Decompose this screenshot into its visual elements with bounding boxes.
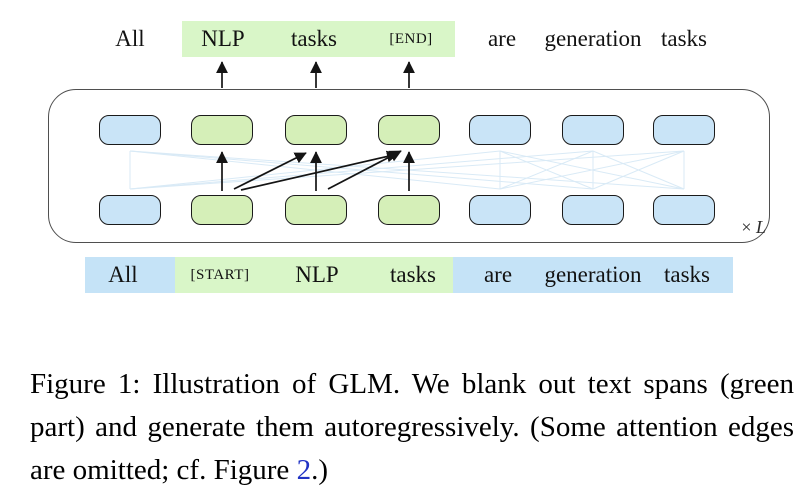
- transformer-unit-bottom-5: [469, 195, 531, 225]
- input-token: tasks: [664, 262, 710, 287]
- transformer-unit-bottom-6: [562, 195, 624, 225]
- transformer-unit-bottom-2: [191, 195, 253, 225]
- output-token: All: [115, 26, 145, 51]
- input-blank-span-band: [175, 257, 453, 293]
- input-token: are: [483, 262, 513, 287]
- input-token-start: [START]: [190, 267, 250, 283]
- glm-figure-page: { "figure": { "output_row": { "tokens": …: [30, 21, 794, 486]
- transformer-unit-top-5: [469, 115, 531, 145]
- output-highlight-band: [182, 21, 455, 57]
- input-token: NLP: [295, 262, 339, 287]
- output-token: tasks: [291, 26, 337, 51]
- input-context-band-left: [85, 257, 175, 293]
- transformer-unit-top-1: [99, 115, 161, 145]
- output-token: tasks: [661, 26, 707, 51]
- transformer-unit-bottom-3: [285, 195, 347, 225]
- transformer-unit-top-3: [285, 115, 347, 145]
- figure-2-link[interactable]: 2: [296, 454, 312, 486]
- figure-caption: Figure 1: Illustration of GLM. We blank …: [30, 363, 794, 492]
- transformer-unit-bottom-1: [99, 195, 161, 225]
- transformer-unit-top-6: [562, 115, 624, 145]
- output-token-end: [END]: [389, 31, 433, 47]
- transformer-unit-top-4: [378, 115, 440, 145]
- transformer-unit-bottom-7: [653, 195, 715, 225]
- transformer-unit-top-2: [191, 115, 253, 145]
- output-token: generation: [544, 26, 642, 51]
- transformer-unit-top-7: [653, 115, 715, 145]
- output-token: NLP: [201, 26, 245, 51]
- caption-text: Figure 1: Illustration of GLM. We blank …: [30, 368, 794, 486]
- input-token: All: [108, 262, 138, 287]
- input-token: tasks: [390, 262, 436, 287]
- input-token: generation: [544, 262, 642, 287]
- output-token: are: [487, 26, 517, 51]
- transformer-unit-bottom-4: [378, 195, 440, 225]
- input-context-band-right: [453, 257, 733, 293]
- layers-multiplier-label: × L: [741, 217, 766, 237]
- caption-text: .): [311, 454, 328, 486]
